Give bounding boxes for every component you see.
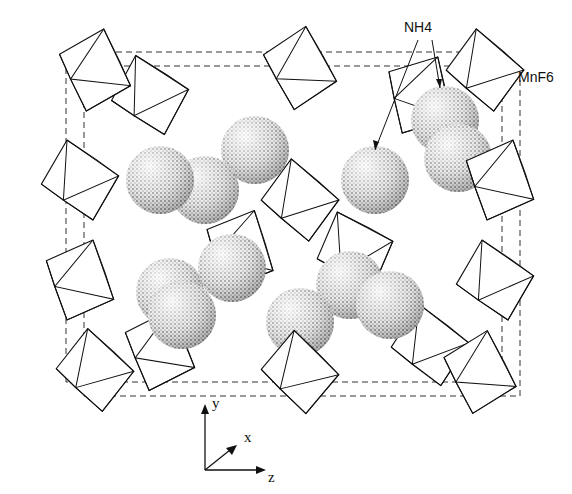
axis-label: x: [244, 430, 252, 445]
axis-label: z: [268, 470, 275, 485]
axis-label: y: [212, 396, 220, 411]
polyhedron-label: MnF6: [518, 70, 554, 84]
ion-label: NH4: [404, 20, 432, 34]
